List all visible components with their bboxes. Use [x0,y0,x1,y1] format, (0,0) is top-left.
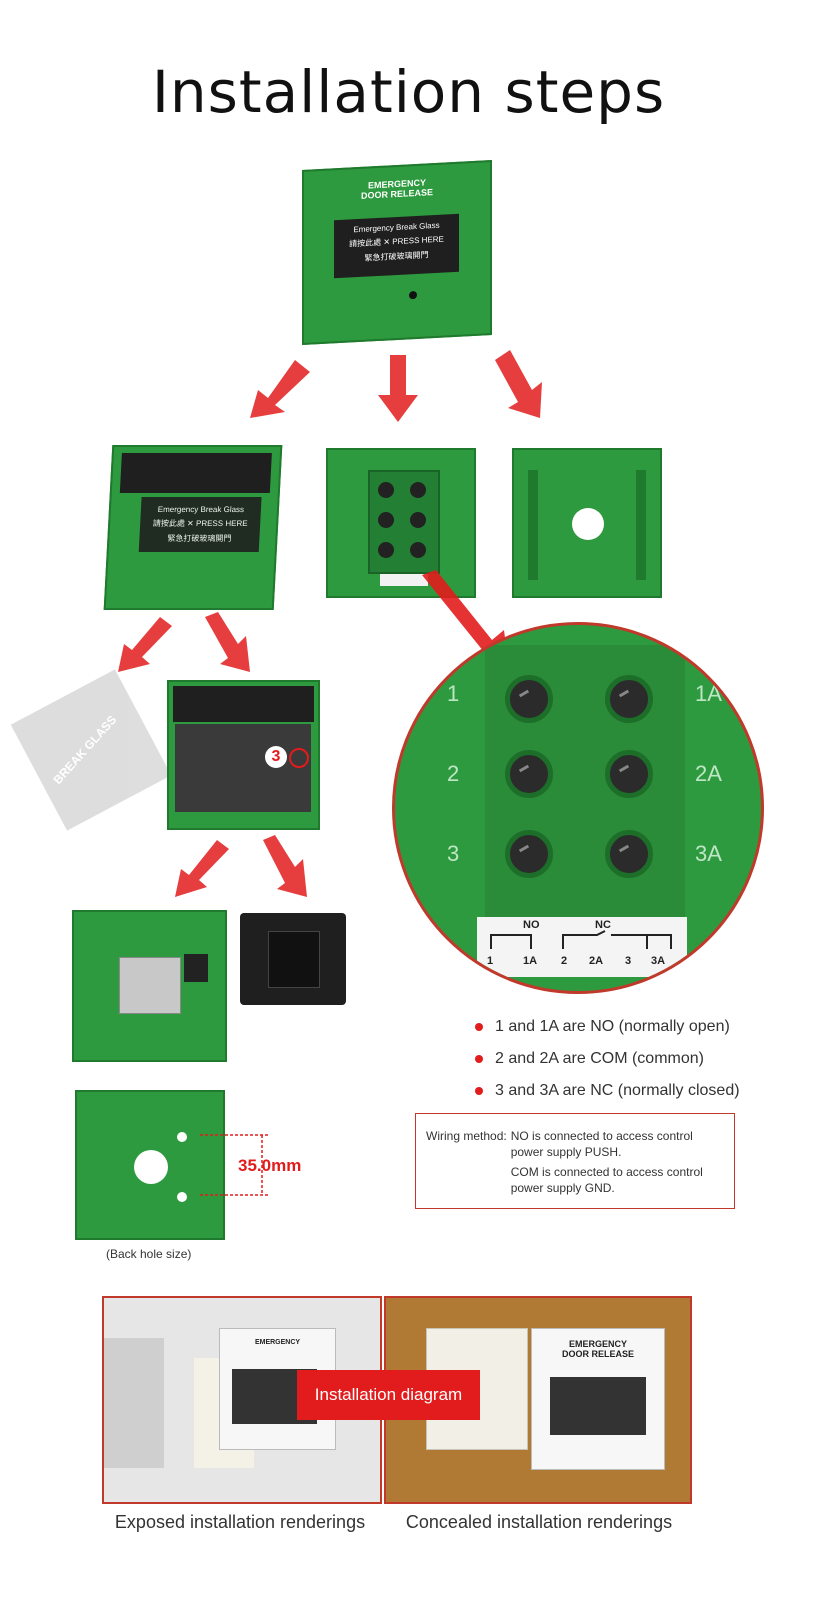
bullet-1-text: 1 and 1A are NO (normally open) [495,1018,730,1035]
schematic-no: NO [523,919,540,931]
wiring-line1: NO is connected to access control [510,1129,693,1143]
bullet-2: 2 and 2A are COM (common) [475,1050,704,1068]
opened-glass-cn1: 請按此處 [152,519,186,528]
arrow-left [250,360,310,418]
bullet-1: 1 and 1A are NO (normally open) [475,1018,730,1036]
installation-diagram-badge: Installation diagram [297,1370,480,1420]
wiring-line4: power supply GND. [510,1181,615,1195]
concealed-device-label1: EMERGENCY [568,1339,627,1349]
terminal-back-image [326,448,476,598]
open-base-image [72,910,227,1062]
back-hole-caption: (Back hole size) [106,1247,192,1261]
arrow-left-2 [118,617,172,672]
bullet-3-text: 3 and 3A are NC (normally closed) [495,1082,740,1099]
schematic-label-1: 1 [487,955,494,967]
arrow-center [378,355,418,422]
schematic-strip: NO NC 1 1A 2 2A 3 3A [477,917,687,977]
opened-glass-press: PRESS HERE [195,519,248,528]
bullet-dot [475,1054,483,1063]
terminal-label-2: 2 [447,761,460,786]
schematic-label-2: 2 [561,955,568,967]
bullet-dot [475,1086,483,1095]
terminal-label-2a: 2A [695,761,722,786]
arrows-row1 [250,350,542,422]
arrow-right [495,350,542,418]
bullet-3: 3 and 3A are NC (normally closed) [475,1082,740,1100]
page-title: Installation steps [151,58,666,126]
concealed-device-label2: DOOR RELEASE [561,1349,634,1359]
base-plate-image [512,448,662,598]
opened-glass-cn2: 緊急打破玻璃開門 [167,534,232,543]
terminal-zoom-circle: 1 2 3 1A 2A 3A NO NC 1 1A 2 2A 3 3A [392,622,764,994]
schematic-nc: NC [595,919,611,931]
terminal-label-3: 3 [447,841,460,866]
schematic-label-2a: 2A [589,955,604,967]
top-device-image: EMERGENCY DOOR RELEASE Emergency Break G… [302,160,492,345]
break-glass-card-text: BREAK GLASS [50,712,120,787]
arrow-right-2 [205,612,250,672]
terminal-label-1a: 1A [695,681,722,706]
terminal-module-image [240,913,346,1005]
terminal-label-1: 1 [447,681,460,706]
glass-text-cn2: 緊急打破玻璃開門 [364,250,429,263]
glass-text-cn1: 請按此處 [349,237,382,249]
schematic-label-1a: 1A [523,955,538,967]
wiring-label: Wiring method: [426,1129,507,1143]
inner-device-image: 3 [167,680,320,830]
arrow-left-3 [175,840,229,897]
terminal-label-3a: 3A [695,841,722,866]
step-marker-3: 3 [265,746,287,768]
opened-device-image: Emergency Break Glass 請按此處 ✕ PRESS HERE … [103,445,283,610]
exposed-caption: Exposed installation renderings [114,1512,366,1532]
glass-text-press: PRESS HERE [392,234,444,247]
arrows-row2 [118,612,250,672]
wiring-line3: COM is connected to access control [510,1165,703,1179]
exposed-device-label: EMERGENCY [254,1339,301,1346]
concealed-caption: Concealed installation renderings [405,1512,673,1532]
arrow-right-3 [263,835,307,897]
schematic-label-3a: 3A [651,955,666,967]
wiring-method-box: Wiring method: NO is connected to access… [415,1113,735,1209]
hole-size-label: 35.0mm [238,1156,302,1175]
back-plate-image [75,1090,225,1240]
break-glass-card-image: BREAK GLASS [10,669,172,831]
wiring-line2: power supply PUSH. [510,1145,622,1159]
bullet-2-text: 2 and 2A are COM (common) [495,1050,704,1067]
arrows-row3 [175,835,307,897]
dimension-bracket [200,1134,270,1196]
bullet-dot [475,1022,483,1031]
opened-glass-text: Emergency Break Glass [157,505,245,514]
schematic-label-3: 3 [625,955,632,967]
